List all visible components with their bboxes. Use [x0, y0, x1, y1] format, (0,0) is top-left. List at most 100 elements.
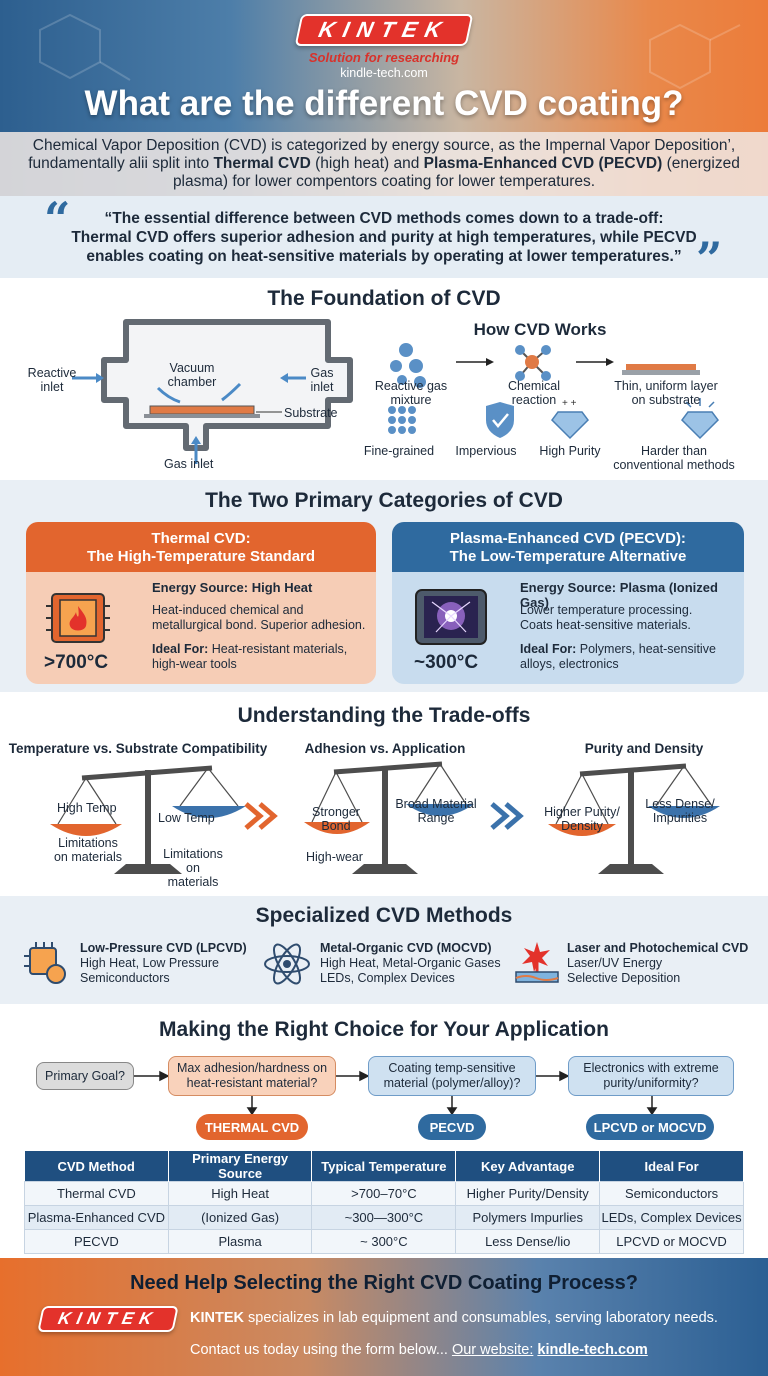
tradeoff-3-title: Purity and Density	[584, 741, 704, 756]
table-cell: PECVD	[24, 1229, 169, 1254]
kintek-logo[interactable]: KINTEK	[294, 14, 474, 46]
footer: Need Help Selecting the Right CVD Coatin…	[0, 1258, 768, 1376]
scale-1-icon	[50, 765, 246, 874]
website-label[interactable]: Our website:	[451, 1342, 534, 1358]
table-cell: Less Dense/lio	[455, 1229, 601, 1254]
footer-kintek-logo[interactable]: KINTEK	[37, 1306, 179, 1332]
cvd-chamber-diagram	[72, 319, 353, 464]
table-cell: ~300—300°C	[311, 1205, 457, 1230]
low-temp-label: Low Temp	[158, 811, 215, 825]
decision-flow-arrows	[134, 1070, 658, 1116]
thermal-energy: Energy Source: High Heat	[152, 580, 313, 595]
tradeoff-1-title: Temperature vs. Substrate Compatibility	[8, 741, 268, 756]
table-cell: LPCVD or MOCVD	[599, 1229, 744, 1254]
gas-inlet-bottom-label: Gas inlet	[164, 457, 214, 471]
site-link[interactable]: kindle-tech.com	[340, 66, 428, 80]
thin-layer-icon	[622, 364, 700, 375]
thermal-card-header: Thermal CVD:The High-Temperature Standar…	[26, 522, 376, 572]
scale-3-icon	[548, 763, 720, 874]
chevron-right-icon	[244, 802, 278, 830]
table-cell: Semiconductors	[599, 1181, 744, 1206]
table-cell: Thermal CVD	[24, 1181, 169, 1206]
table-header-row: CVD Method Primary Energy Source Typical…	[24, 1151, 744, 1182]
footer-website-link[interactable]: kindle-tech.com	[537, 1342, 648, 1358]
tagline: Solution for researching	[308, 50, 460, 65]
categories-title: The Two Primary Categories of CVD	[205, 489, 563, 512]
intro-text: Chemical Vapor Deposition (CVD) is categ…	[28, 137, 740, 190]
method-laser: Laser and Photochemical CVD Laser/UV Ene…	[567, 941, 749, 985]
pecvd-temp: ~300°C	[414, 652, 479, 673]
table-cell: High Heat	[167, 1181, 313, 1206]
chevron-right-icon	[490, 802, 524, 830]
footer-description: KINTEK specializes in lab equipment and …	[190, 1310, 718, 1326]
col-header: Key Advantage	[455, 1151, 601, 1182]
table-cell: Plasma	[167, 1229, 313, 1254]
pecvd-card: Plasma-Enhanced CVD (PECVD):The Low-Temp…	[392, 522, 744, 684]
table-cell: Polymers Impurlies	[455, 1205, 601, 1230]
plasma-icon	[415, 589, 487, 645]
pecvd-desc: Lower temperature processing.Coats heat-…	[520, 603, 693, 632]
primary-goal-node: Primary Goal?	[36, 1062, 134, 1090]
thermal-temp: >700°C	[44, 652, 109, 673]
gas-molecules-icon	[390, 343, 426, 388]
page-title: What are the different CVD coating?	[84, 84, 684, 123]
table-cell: Higher Purity/Density	[455, 1181, 601, 1206]
open-quote-icon: “	[44, 192, 71, 246]
col-header: CVD Method	[24, 1151, 169, 1182]
col-header: Primary Energy Source	[168, 1151, 313, 1182]
fine-grained-icon	[388, 406, 416, 434]
table-row: PECVD Plasma ~ 300°C Less Dense/lio LPCV…	[24, 1229, 744, 1254]
atom-icon	[264, 943, 310, 985]
thermal-ideal: Ideal For: Heat-resistant materials,high…	[152, 642, 348, 671]
key-quote: “The essential difference between CVD me…	[71, 210, 697, 265]
shield-icon	[486, 402, 514, 438]
categories-section: The Two Primary Categories of CVD Therma…	[0, 480, 768, 692]
molecule-watermark-icon	[39, 13, 741, 90]
comparison-table: CVD Method Primary Energy Source Typical…	[24, 1151, 744, 1254]
answer-thermal-cvd: THERMAL CVD	[196, 1114, 308, 1140]
substrate-label: Substrate	[284, 406, 338, 420]
furnace-icon	[46, 593, 110, 643]
prop-impervious: Impervious	[455, 444, 517, 458]
high-wear-label: High-wear	[306, 850, 363, 864]
svg-text:+ +: + +	[562, 398, 577, 409]
quote-section: “ ” “The essential difference between CV…	[0, 192, 768, 286]
col-header: Ideal For	[599, 1151, 744, 1182]
balance-scales	[50, 761, 720, 874]
table-cell: ~ 300°C	[311, 1229, 457, 1254]
pecvd-card-header: Plasma-Enhanced CVD (PECVD):The Low-Temp…	[392, 522, 744, 572]
how-cvd-works-title: How CVD Works	[473, 320, 607, 339]
table-cell: >700–70°C	[311, 1181, 457, 1206]
prop-fine-grained: Fine-grained	[363, 444, 435, 458]
choice-title: Making the Right Choice for Your Applica…	[159, 1018, 609, 1041]
close-quote-icon: ”	[696, 232, 723, 286]
thermal-card: Thermal CVD:The High-Temperature Standar…	[26, 522, 376, 684]
method-lpcvd: Low-Pressure CVD (LPCVD) High Heat, Low …	[80, 941, 247, 985]
specialized-section: Specialized CVD Methods Low-Pressure CVD…	[0, 896, 768, 1004]
how-cvd-icons: + +	[388, 343, 719, 440]
chip-icon	[24, 942, 66, 984]
table-cell: LEDs, Complex Devices	[599, 1205, 744, 1230]
table-cell: (Ionized Gas)	[167, 1205, 313, 1230]
answer-pecvd: PECVD	[418, 1114, 486, 1140]
footer-contact: Contact us today using the form below...…	[190, 1342, 648, 1358]
table-row: Plasma-Enhanced CVD (Ionized Gas) ~300—3…	[24, 1205, 744, 1230]
answer-lpcvd-mocvd: LPCVD or MOCVD	[586, 1114, 714, 1140]
high-temp-label: High Temp	[57, 801, 117, 815]
tradeoffs-section: Understanding the Trade-offs Temperature…	[0, 692, 768, 896]
tradeoff-2-title: Adhesion vs. Application	[304, 741, 466, 756]
tradeoffs-title: Understanding the Trade-offs	[237, 704, 531, 727]
